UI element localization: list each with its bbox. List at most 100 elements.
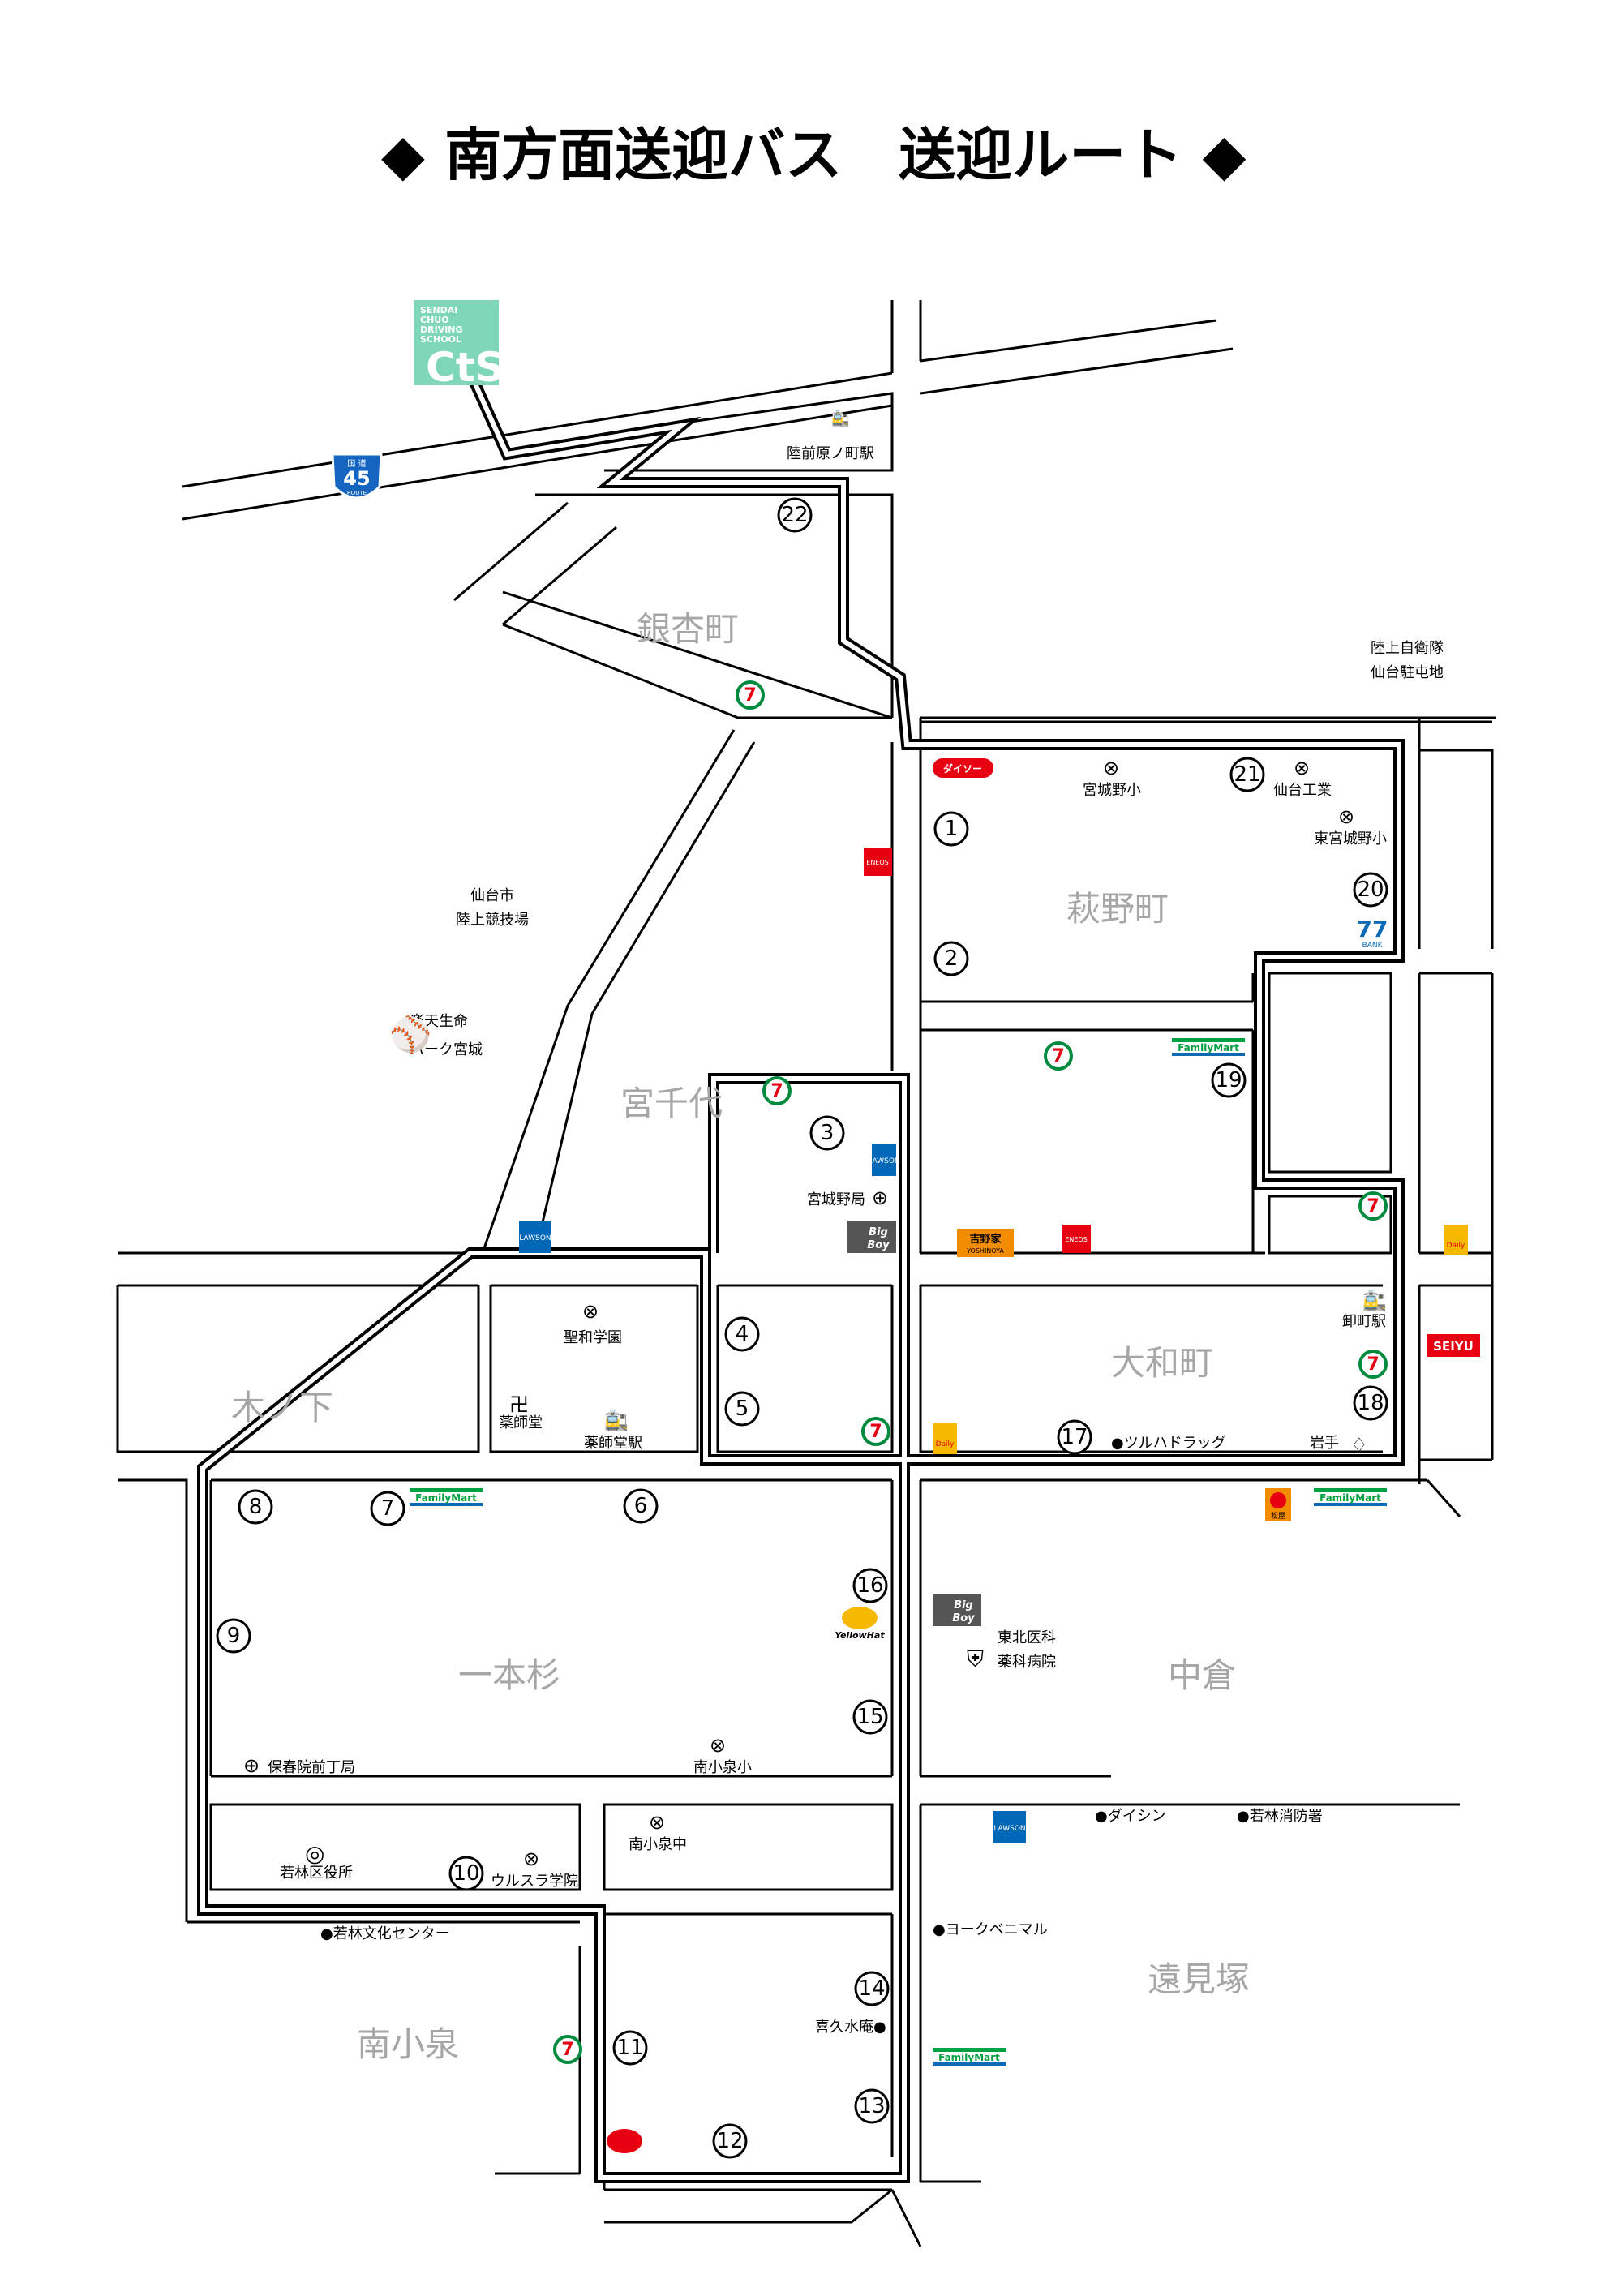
familymart-icon: FamilyMart — [933, 2048, 1006, 2066]
svg-text:東宮城野小: 東宮城野小 — [1314, 830, 1387, 848]
ward-office-icon: ◎ — [305, 1840, 324, 1867]
svg-text:7: 7 — [869, 1422, 882, 1442]
svg-text:陸上競技場: 陸上競技場 — [456, 912, 529, 929]
svg-text:ROUTE: ROUTE — [347, 490, 367, 496]
iwate-bank-icon: ♢ — [1350, 1434, 1368, 1457]
landmark-labels: 🚉 陸前原ノ町駅 陸上自衛隊 仙台駐屯地 仙台市 陸上競技場 楽天生命 パーク宮… — [268, 410, 1444, 2036]
bus-stop-16: 16 — [852, 1568, 888, 1603]
svg-text:77: 77 — [1357, 916, 1388, 942]
road-network — [116, 300, 1496, 2247]
seven-eleven-icon: 7 — [762, 1076, 792, 1105]
map-title: ◆ 南方面送迎バス 送迎ルート ◆ — [381, 122, 1247, 188]
district-minamikoizumi: 南小泉 — [357, 2024, 459, 2064]
svg-text:13: 13 — [858, 2094, 885, 2118]
bus-stop-10: 10 — [448, 1856, 484, 1891]
svg-text:CtS: CtS — [426, 344, 504, 391]
svg-text:仙台工業: 仙台工業 — [1273, 782, 1332, 799]
familymart-icon: FamilyMart — [1314, 1488, 1387, 1506]
district-ipponsugi: 一本杉 — [458, 1655, 560, 1695]
svg-text:16: 16 — [856, 1573, 883, 1598]
district-kinoshita: 木ノ下 — [231, 1388, 333, 1427]
svg-text:SENDAI: SENDAI — [420, 305, 457, 315]
daiso-icon: ダイソー — [933, 758, 993, 778]
svg-text:●若林文化センター: ●若林文化センター — [320, 1925, 450, 1942]
seven-eleven-icon: 7 — [861, 1417, 890, 1446]
svg-text:ENEOS: ENEOS — [866, 859, 888, 866]
svg-text:7: 7 — [744, 685, 756, 706]
svg-text:仙台駐屯地: 仙台駐屯地 — [1371, 664, 1444, 681]
svg-text:7: 7 — [1052, 1046, 1064, 1066]
district-yamatomachi: 大和町 — [1111, 1343, 1213, 1383]
svg-text:7: 7 — [381, 1496, 395, 1521]
district-tomizuka: 遠見塚 — [1148, 1959, 1250, 1999]
svg-text:8: 8 — [249, 1495, 263, 1519]
svg-text:7: 7 — [1367, 1196, 1379, 1217]
bus-stop-18: 18 — [1353, 1385, 1388, 1421]
school-icon: ⊗ — [523, 1848, 539, 1870]
seven-eleven-icon: 7 — [1358, 1191, 1388, 1221]
svg-text:Big: Big — [869, 1226, 888, 1238]
seiyu-icon: SEIYU — [1427, 1334, 1480, 1357]
svg-text:宮城野小: 宮城野小 — [1083, 782, 1141, 799]
svg-text:Daily: Daily — [1447, 1242, 1465, 1250]
svg-text:ENEOS: ENEOS — [1065, 1236, 1087, 1243]
svg-text:卸町駅: 卸町駅 — [1342, 1313, 1386, 1330]
post-office-icon: ⊕ — [243, 1754, 260, 1777]
svg-text:9: 9 — [227, 1624, 241, 1648]
svg-text:岩手: 岩手 — [1310, 1435, 1339, 1452]
district-miyachiyo: 宮千代 — [620, 1084, 723, 1123]
svg-text:YOSHINOYA: YOSHINOYA — [966, 1247, 1004, 1255]
svg-text:7: 7 — [561, 2040, 573, 2060]
seven-eleven-icon: 7 — [553, 2035, 582, 2064]
svg-text:LAWSON: LAWSON — [519, 1234, 551, 1242]
familymart-icon: FamilyMart — [410, 1488, 483, 1506]
svg-text:LAWSON: LAWSON — [993, 1825, 1025, 1833]
school-icon: ⊗ — [1338, 805, 1354, 828]
bus-route — [197, 371, 1405, 2183]
bus-stop-19: 19 — [1211, 1062, 1247, 1098]
svg-text:19: 19 — [1215, 1068, 1242, 1092]
svg-text:Daily: Daily — [936, 1440, 955, 1448]
bus-stop-1: 1 — [933, 811, 969, 847]
bus-stop-5: 5 — [724, 1391, 760, 1427]
bus-stop-21: 21 — [1229, 757, 1265, 792]
lawson-icon: LAWSON — [868, 1144, 900, 1176]
svg-text:松屋: 松屋 — [1271, 1511, 1285, 1521]
eneos-icon: ENEOS — [864, 848, 892, 876]
hospital-icon: ⛨ — [967, 1646, 984, 1672]
bus-stop-6: 6 — [623, 1488, 659, 1524]
svg-text:吉野家: 吉野家 — [969, 1233, 1002, 1246]
bus-stop-2: 2 — [933, 941, 969, 976]
bus-stop-12: 12 — [712, 2123, 748, 2159]
svg-text:YellowHat: YellowHat — [835, 1630, 885, 1641]
svg-text:FamilyMart: FamilyMart — [415, 1492, 477, 1504]
svg-text:2: 2 — [945, 946, 959, 971]
district-ginkgo: 銀杏町 — [637, 609, 739, 649]
route-45-sign: 国 道 45 ROUTE — [331, 453, 383, 500]
post-office-icon: ⊕ — [872, 1187, 888, 1209]
svg-text:●若林消防署: ●若林消防署 — [1237, 1808, 1323, 1825]
district-nakakura: 中倉 — [1168, 1655, 1236, 1695]
daily-yamazaki-icon: Daily — [933, 1423, 957, 1454]
school-icon: ⊗ — [1103, 757, 1119, 779]
svg-text:●ヨークベニマル: ●ヨークベニマル — [933, 1921, 1048, 1938]
seven-eleven-icon: 7 — [1044, 1041, 1073, 1071]
restaurant-icon — [607, 2129, 642, 2153]
svg-text:ダイソー: ダイソー — [943, 762, 982, 775]
svg-text:DRIVING: DRIVING — [420, 324, 463, 335]
daily-yamazaki-icon: Daily — [1444, 1225, 1468, 1255]
bus-stop-13: 13 — [854, 2088, 890, 2124]
rikuzen-station: 陸前原ノ町駅 — [787, 445, 874, 462]
bus-stop-22: 22 — [777, 497, 813, 533]
svg-text:BANK: BANK — [1362, 942, 1384, 950]
seven-eleven-icon: 7 — [736, 680, 765, 710]
train-icon: 🚉 — [1362, 1290, 1387, 1312]
svg-text:陸上自衛隊: 陸上自衛隊 — [1371, 640, 1444, 657]
svg-text:4: 4 — [736, 1322, 749, 1346]
svg-text:7: 7 — [770, 1081, 783, 1101]
svg-text:薬師堂駅: 薬師堂駅 — [584, 1435, 642, 1452]
